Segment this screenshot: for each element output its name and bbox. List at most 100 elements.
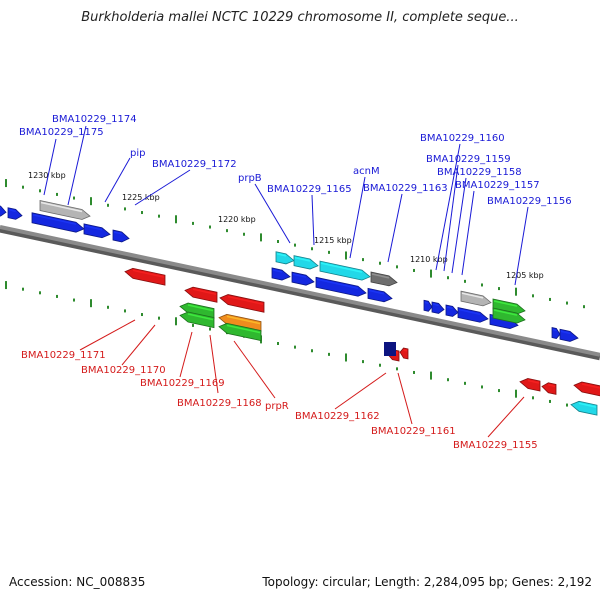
forward-label-leader <box>387 193 403 263</box>
scale-tick-lower <box>498 389 500 393</box>
scale-tick-upper <box>532 294 534 298</box>
reverse-gene-label[interactable]: prpR <box>265 401 289 412</box>
forward-gene-label[interactable]: BMA10229_1157 <box>455 180 540 191</box>
forward-label-leader <box>349 176 366 259</box>
reverse-gene-4[interactable] <box>179 311 215 329</box>
forward-label-leader <box>451 177 467 274</box>
forward-gene-6[interactable] <box>275 251 295 265</box>
scale-tick-lower <box>294 345 296 349</box>
forward-gene-label[interactable]: acnM <box>353 166 380 177</box>
forward-gene-label[interactable]: BMA10229_1172 <box>152 159 237 170</box>
forward-gene-19[interactable] <box>460 290 492 307</box>
forward-gene-label[interactable]: BMA10229_1175 <box>19 127 104 138</box>
scale-tick-upper <box>311 247 313 251</box>
forward-gene-23[interactable] <box>559 328 579 342</box>
reverse-gene-label[interactable]: BMA10229_1162 <box>295 411 380 422</box>
forward-gene-15[interactable] <box>431 301 445 314</box>
forward-gene-12[interactable] <box>315 276 367 297</box>
forward-gene-14[interactable] <box>423 299 433 312</box>
reverse-gene-label[interactable]: BMA10229_1161 <box>371 426 456 437</box>
scale-tick-lower <box>515 389 517 398</box>
forward-gene-3[interactable] <box>83 223 111 239</box>
forward-gene-label[interactable]: pip <box>130 148 145 159</box>
scale-tick-lower <box>430 371 432 380</box>
scale-tick-lower <box>464 381 466 385</box>
forward-gene-label[interactable]: BMA10229_1159 <box>426 154 511 165</box>
forward-gene-9[interactable] <box>370 271 398 287</box>
scale-tick-lower <box>549 399 551 403</box>
reverse-gene-navy[interactable] <box>384 342 396 356</box>
forward-label-leader <box>43 138 57 196</box>
forward-gene-2[interactable] <box>31 212 85 233</box>
scale-tick-lower <box>447 378 449 382</box>
forward-gene-22[interactable] <box>551 327 561 339</box>
reverse-gene-2[interactable] <box>219 294 265 313</box>
forward-gene-16[interactable] <box>445 304 459 317</box>
scale-tick-lower <box>107 305 109 309</box>
reverse-gene-8[interactable] <box>399 347 409 360</box>
forward-gene-label[interactable]: BMA10229_1156 <box>487 196 572 207</box>
scale-tick-upper <box>430 269 432 278</box>
reverse-gene-label[interactable]: BMA10229_1171 <box>21 350 106 361</box>
scale-tick-upper <box>260 233 262 242</box>
forward-gene-13[interactable] <box>367 287 393 303</box>
scale-tick-lower <box>362 360 364 364</box>
forward-gene-11[interactable] <box>291 271 315 286</box>
reverse-gene-12[interactable] <box>570 400 598 416</box>
scale-tick-upper <box>277 240 279 244</box>
scale-label: 1220 kbp <box>218 215 256 224</box>
scale-tick-upper <box>243 232 245 236</box>
scale-tick-upper <box>362 258 364 262</box>
reverse-gene-6[interactable] <box>218 322 262 342</box>
forward-gene-label[interactable]: prpB <box>238 173 262 184</box>
forward-label-leader <box>514 206 529 286</box>
scale-tick-lower <box>566 403 568 407</box>
forward-gene-0[interactable] <box>0 205 7 217</box>
reverse-gene-9[interactable] <box>519 378 541 392</box>
scale-tick-upper <box>5 179 7 188</box>
forward-label-leader <box>311 194 315 246</box>
scale-tick-upper <box>226 229 228 233</box>
scale-tick-upper <box>141 211 143 215</box>
reverse-gene-label[interactable]: BMA10229_1168 <box>177 398 262 409</box>
scale-tick-lower <box>90 299 92 308</box>
forward-gene-label[interactable]: BMA10229_1163 <box>363 183 448 194</box>
reverse-gene-1[interactable] <box>184 286 218 303</box>
scale-tick-upper <box>498 287 500 291</box>
forward-label-leader <box>67 125 87 206</box>
reverse-label-leader <box>334 372 387 410</box>
reverse-gene-label[interactable]: BMA10229_1170 <box>81 365 166 376</box>
reverse-gene-10[interactable] <box>541 382 557 395</box>
scale-tick-upper <box>39 189 41 193</box>
scale-tick-upper <box>90 197 92 206</box>
forward-label-leader <box>461 190 475 276</box>
reverse-gene-11[interactable] <box>573 381 600 397</box>
reverse-gene-label[interactable]: BMA10229_1155 <box>453 440 538 451</box>
scale-tick-lower <box>192 323 194 327</box>
scale-tick-lower <box>22 287 24 291</box>
forward-gene-1[interactable] <box>7 207 23 220</box>
forward-gene-label[interactable]: BMA10229_1158 <box>437 167 522 178</box>
forward-gene-17[interactable] <box>457 307 489 323</box>
scale-label: 1215 kbp <box>314 236 352 245</box>
forward-gene-10[interactable] <box>271 267 291 281</box>
reverse-gene-0[interactable] <box>124 267 166 286</box>
forward-gene-5[interactable] <box>39 200 91 220</box>
forward-gene-label[interactable]: BMA10229_1165 <box>267 184 352 195</box>
forward-gene-7[interactable] <box>293 255 319 270</box>
forward-gene-label[interactable]: BMA10229_1174 <box>52 114 137 125</box>
forward-gene-label[interactable]: BMA10229_1160 <box>420 133 505 144</box>
scale-tick-upper <box>22 185 24 189</box>
forward-gene-21[interactable] <box>492 307 526 324</box>
scale-tick-upper <box>549 297 551 301</box>
reverse-gene-label[interactable]: BMA10229_1169 <box>140 378 225 389</box>
chromosome-backbone <box>0 225 600 357</box>
forward-gene-8[interactable] <box>319 260 371 281</box>
scale-tick-upper <box>175 215 177 224</box>
scale-tick-lower <box>328 352 330 356</box>
scale-tick-lower <box>532 396 534 400</box>
forward-gene-4[interactable] <box>112 229 130 243</box>
scale-tick-lower <box>158 316 160 320</box>
accession-text: Accession: NC_008835 <box>9 575 146 589</box>
scale-tick-upper <box>396 265 398 269</box>
